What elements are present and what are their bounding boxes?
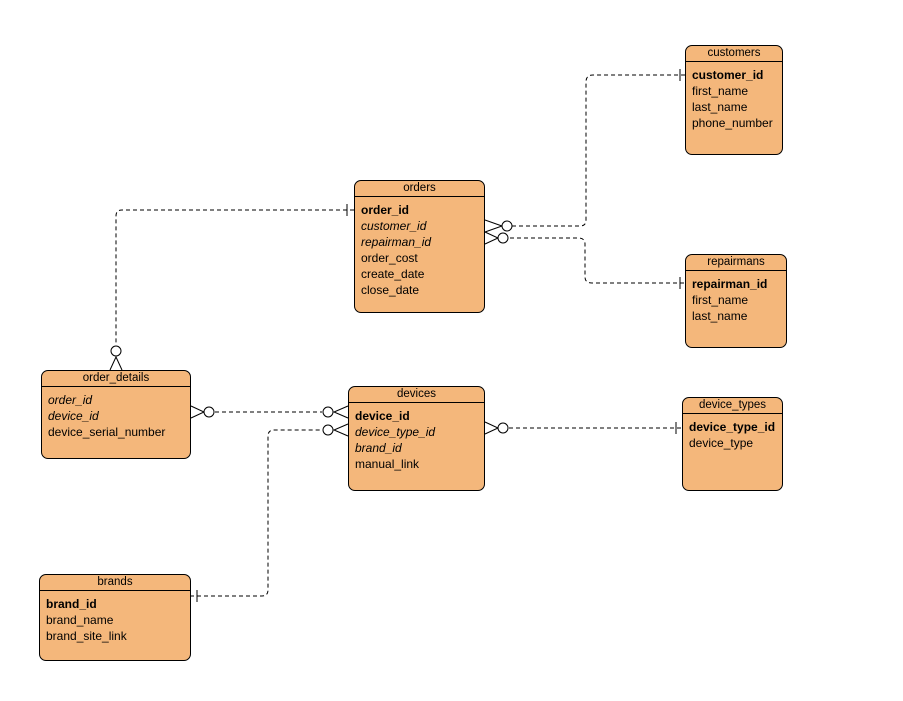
field-repairman-id: repairman_id [692, 277, 768, 291]
entity-customers[interactable]: customers customer_id first_name last_na… [685, 45, 783, 155]
field-customer-id: customer_id [692, 68, 764, 82]
field-device-type-id: device_type_id [689, 420, 776, 434]
field-last-name: last_name [692, 309, 748, 323]
field-first-name: first_name [692, 84, 749, 98]
crowfoot-devices-order-details [322, 405, 349, 419]
field-repairman-id: repairman_id [361, 235, 432, 249]
rel-orders-order-details [115, 209, 354, 345]
field-order-cost: order_cost [361, 251, 418, 265]
field-device-id: device_id [355, 409, 410, 423]
field-device-type: device_type [689, 436, 754, 450]
rel-customers-orders [512, 74, 686, 227]
entity-order-details[interactable]: order_details order_id device_id device_… [41, 370, 191, 459]
crowfoot-order-details-top [109, 345, 123, 371]
entity-title-customers: customers [686, 46, 782, 62]
field-order-id: order_id [48, 393, 93, 407]
rel-brands-devices [190, 429, 322, 597]
entity-device-types[interactable]: device_types device_type_id device_type [682, 397, 783, 491]
field-manual-link: manual_link [355, 457, 420, 471]
field-customer-id: customer_id [361, 219, 427, 233]
field-phone-number: phone_number [692, 116, 773, 130]
entity-title-repairmans: repairmans [686, 255, 786, 271]
rel-repairmans-orders [510, 237, 686, 284]
crowfoot-devices-device-types [484, 421, 509, 435]
entity-brands[interactable]: brands brand_id brand_name brand_site_li… [39, 574, 191, 661]
field-device-id: device_id [48, 409, 99, 423]
entity-devices[interactable]: devices device_id device_type_id brand_i… [348, 386, 485, 491]
field-close-date: close_date [361, 283, 420, 297]
crowfoot-orders-repairman [484, 231, 509, 245]
entity-title-brands: brands [40, 575, 190, 591]
field-first-name: first_name [692, 293, 749, 307]
field-last-name: last_name [692, 100, 748, 114]
field-device-serial-number: device_serial_number [48, 425, 166, 439]
field-device-type-id: device_type_id [355, 425, 436, 439]
crowfoot-order-details-right [190, 405, 215, 419]
entity-title-device-types: device_types [683, 398, 782, 414]
field-create-date: create_date [361, 267, 425, 281]
entity-title-devices: devices [349, 387, 484, 403]
field-brand-id: brand_id [355, 441, 402, 455]
field-brand-name: brand_name [46, 613, 114, 627]
crowfoot-devices-brands [322, 423, 349, 437]
entity-title-order-details: order_details [42, 371, 190, 387]
crowfoot-orders-customer [484, 219, 513, 233]
entity-title-orders: orders [355, 181, 484, 197]
field-brand-site-link: brand_site_link [46, 629, 127, 643]
field-brand-id: brand_id [46, 597, 97, 611]
entity-orders[interactable]: orders order_id customer_id repairman_id… [354, 180, 485, 313]
field-order-id: order_id [361, 203, 410, 217]
entity-repairmans[interactable]: repairmans repairman_id first_name last_… [685, 254, 787, 348]
